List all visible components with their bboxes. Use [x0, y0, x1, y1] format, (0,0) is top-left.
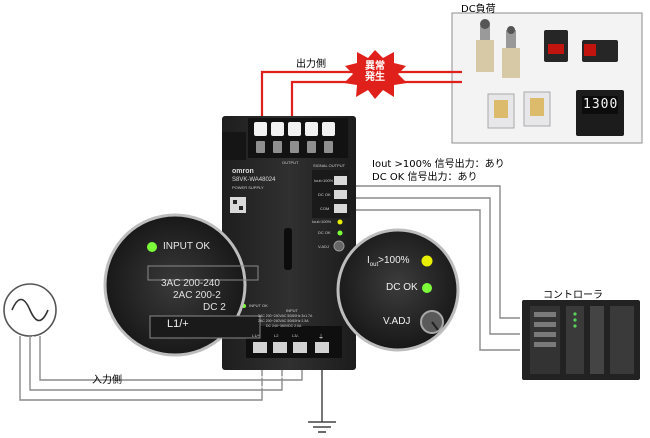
- device-top-label: OUTPUT: [282, 160, 299, 165]
- zoom-spec-3: DC 2: [203, 302, 226, 313]
- zoom-led-input-ok: [147, 242, 157, 252]
- limit-switch-2: [502, 26, 520, 78]
- zoom-iout-main: I: [367, 255, 370, 266]
- device-vadj-knob: [333, 240, 345, 252]
- zoom-led-dcok: [422, 283, 432, 293]
- device-terminal-l2: L2: [274, 333, 279, 338]
- signal-wire-2b: [350, 200, 520, 338]
- signal-wire-2: [350, 197, 520, 335]
- device-signal-term-2: DC OK: [318, 192, 331, 197]
- fault-burst-shape: [344, 50, 407, 99]
- input-side-label: 入力側: [92, 375, 122, 386]
- device-input-spec-1: 3AC 200~240VAC 50/60Hz 3x1.7A: [258, 314, 313, 318]
- zoom-iout-label: Iout>100%: [367, 255, 410, 268]
- output-side-label: 出力側: [296, 59, 326, 70]
- controller-display: 1300: [583, 97, 619, 112]
- device-input-spec-2: 2AC 200~240VAC 50/60Hz 2.5A: [258, 319, 309, 323]
- zoom-left-text-clip: INPUT OK 3AC 200-240 2AC 200-2 DC 2 L1/+: [105, 215, 245, 355]
- fault-burst-label: 異常 発生: [364, 61, 386, 83]
- device-subtitle: POWER SUPPLY: [232, 185, 264, 190]
- zoom-input-ok-label: INPUT OK: [163, 241, 211, 252]
- device-signal-term-3: COM: [320, 206, 330, 211]
- device-led-dcok-label: DC OK: [318, 230, 331, 235]
- device-input-spec-3: DC 240~360VDC 2.0A: [266, 324, 302, 328]
- zoom-spec-2: 2AC 200-2: [173, 290, 221, 301]
- zoom-iout-rest: >100%: [378, 255, 410, 266]
- signal-wire-1: [350, 185, 520, 319]
- device-input-label: INPUT: [286, 308, 298, 313]
- zoom-spec-1: 3AC 200-240: [161, 278, 220, 289]
- photo-sensor-2: [582, 40, 618, 62]
- input-wire-2b: [32, 336, 280, 388]
- signal-wire-3b: [350, 212, 520, 354]
- signal-label-dcok: DC OK 信号出力：あり: [372, 172, 478, 183]
- zoom-terminal-l1: L1/+: [167, 318, 189, 330]
- fault-line-1: 異常: [365, 61, 385, 72]
- device-vadj-label: V.ADJ: [318, 244, 329, 249]
- limit-switch-1: [476, 19, 494, 72]
- device-signal-term-1: Iout>100%: [314, 178, 334, 183]
- temperature-controller: [576, 90, 624, 136]
- dc-load-label: DC負荷: [461, 4, 496, 15]
- zoom-led-iout: [421, 255, 433, 267]
- device-terminal-ground: ⏚: [318, 335, 325, 341]
- signal-wire-1b: [350, 188, 520, 322]
- controller-label: コントローラ: [543, 290, 603, 301]
- device-terminal-l3: L3/-: [292, 333, 299, 338]
- device-led-iout: [337, 219, 343, 225]
- device-led-iout-label: Iout>100%: [312, 219, 332, 224]
- ac-sine-wave: [11, 298, 49, 322]
- qr-label: [230, 197, 246, 213]
- zoom-dcok-label: DC OK: [386, 282, 418, 293]
- fault-line-2: 発生: [365, 72, 385, 83]
- relays: [487, 91, 551, 129]
- input-wire-2: [29, 336, 283, 391]
- zoom-vadj-label: V.ADJ: [383, 316, 411, 327]
- device-led-dcok: [337, 230, 343, 236]
- signal-label-iout: Iout >100% 信号出力：あり: [372, 159, 505, 170]
- input-wire-1: [19, 336, 263, 401]
- device-brand: omron: [232, 168, 254, 175]
- device-input-ok-label: INPUT OK: [249, 303, 268, 308]
- photo-sensor-1: [544, 30, 568, 62]
- device-model: S8VK-WA48024: [232, 177, 276, 183]
- zoom-iout-sub: out: [369, 262, 379, 268]
- device-signal-header: SIGNAL OUTPUT: [313, 163, 346, 168]
- signal-wire-3: [350, 209, 520, 351]
- device-terminal-l1: L1/+: [252, 333, 260, 338]
